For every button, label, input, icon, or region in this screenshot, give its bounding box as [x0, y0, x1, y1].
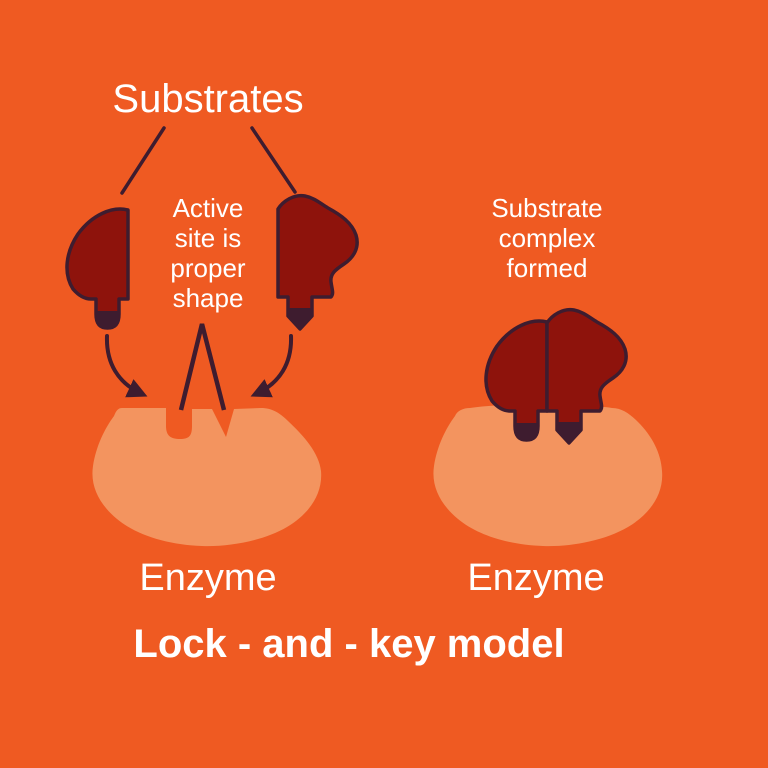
active-site-caption-line: proper	[170, 253, 246, 283]
substrate-left-shape	[65, 207, 130, 330]
enzyme-left-shape	[92, 408, 322, 547]
complex-caption-line: complex	[498, 223, 596, 253]
enzyme-right-shape	[433, 404, 663, 547]
active-site-caption-line: site is	[174, 223, 242, 253]
substrate-right-shape	[276, 193, 359, 331]
active-site-caption: Active site is proper shape	[133, 193, 283, 313]
substrates-pointer-line-left	[120, 126, 166, 195]
enzyme-right-label: Enzyme	[467, 557, 605, 599]
substrates-heading: Substrates	[112, 77, 304, 121]
diagram-title: Lock - and - key model	[133, 622, 565, 666]
substrates-pointer-line-right	[250, 126, 297, 194]
complex-caption-line: formed	[506, 253, 588, 283]
complex-caption: Substrate complex formed	[472, 193, 622, 283]
arrow-right-to-enzyme	[250, 334, 294, 398]
arrow-left-to-enzyme	[104, 334, 148, 398]
enzyme-left-label: Enzyme	[139, 557, 277, 599]
complex-caption-line: Substrate	[491, 193, 603, 223]
active-site-caption-line: Active	[172, 193, 244, 223]
active-site-caret-pointer	[178, 323, 227, 411]
active-site-caption-line: shape	[172, 283, 244, 313]
